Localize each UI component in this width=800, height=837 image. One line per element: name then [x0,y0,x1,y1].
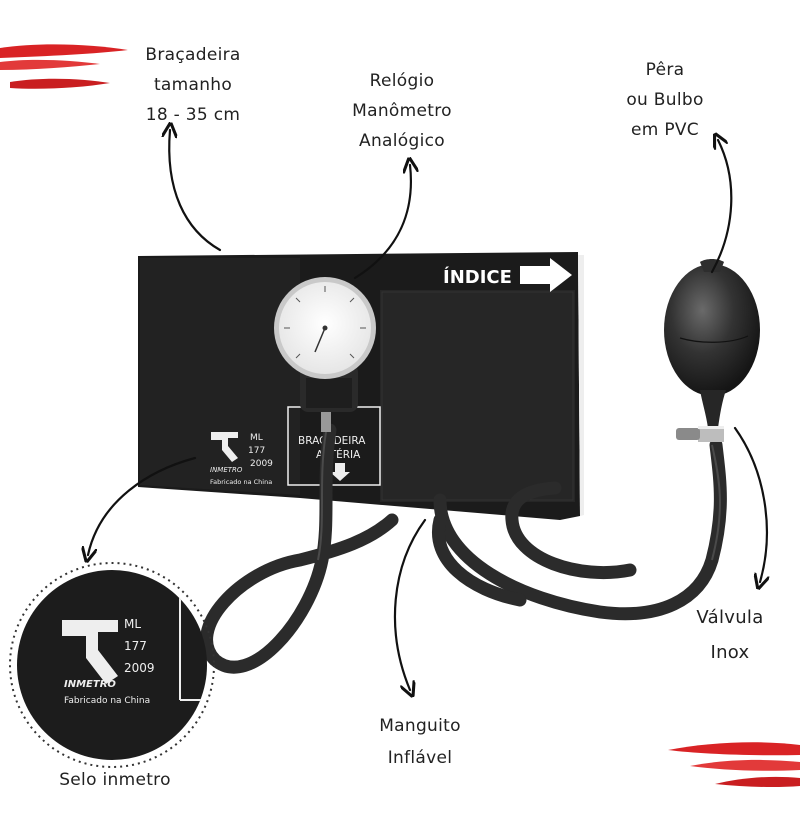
red-brush-stroke-bottom [668,742,800,788]
label-relogio-line3: Analógico [359,131,445,151]
velcro-strip [380,290,575,502]
seal-small-ml: ML [250,433,263,443]
inmetro-seal-small: ML 177 2009 INMETRO Fabricado na China [210,432,273,486]
seal-small-number: 177 [248,446,265,456]
arrow-pera [710,140,733,274]
label-manguito-line2: Inflável [387,748,453,768]
label-valvula-line2: Inox [710,642,750,663]
seal-zoom-number: 177 [124,639,147,653]
inflation-bulb [664,259,760,428]
index-marker [520,258,572,292]
label-manguito-line1: Manguito [379,716,461,736]
seal-zoom-year: 2009 [124,661,155,675]
red-brush-stroke-top [0,44,128,89]
label-selo: Selo inmetro [30,765,200,795]
label-pera: Pêra ou Bulbo em PVC [590,55,740,145]
label-bracadeira: Braçadeira tamanho 18 - 35 cm [118,40,268,130]
arrow-selo [88,456,197,555]
label-bracadeira-line2: tamanho [153,75,233,95]
inmetro-seal-zoom: ML 177 2009 INMETRO Fabricado na China [9,562,215,768]
gauge-needle [314,327,326,353]
arrow-relogio [353,165,411,280]
pressure-gauge [274,277,376,432]
arrow-bracadeira [169,130,222,252]
seal-zoom-brand: INMETRO [64,679,116,690]
label-pera-line2: ou Bulbo [626,90,704,110]
label-relogio: Relógio Manômetro Analógico [322,66,482,156]
label-manguito: Manguito Inflável [345,710,495,774]
label-valvula: Válvula Inox [660,600,800,670]
arrow-manguito [393,518,427,690]
label-pera-line1: Pêra [645,60,685,80]
label-relogio-line1: Relógio [369,71,435,91]
cuff: ÍNDICE BRAÇADEIRA ARTÉRIA ML 177 2009 IN… [138,252,584,520]
label-pera-line3: em PVC [631,120,699,140]
label-valvula-line1: Válvula [696,607,764,628]
label-relogio-line2: Manômetro [352,101,452,121]
seal-small-year: 2009 [250,459,273,469]
arrow-valvula [733,426,767,582]
valve [676,426,724,442]
label-selo-line1: Selo inmetro [59,770,171,790]
seal-small-origin: Fabricado na China [210,478,272,486]
label-bracadeira-line1: Braçadeira [145,45,241,65]
seal-zoom-origin: Fabricado na China [64,696,150,706]
label-bracadeira-line3: 18 - 35 cm [145,105,241,125]
seal-small-brand: INMETRO [210,466,243,474]
index-label: ÍNDICE [443,266,512,288]
seal-zoom-ml: ML [124,617,141,631]
